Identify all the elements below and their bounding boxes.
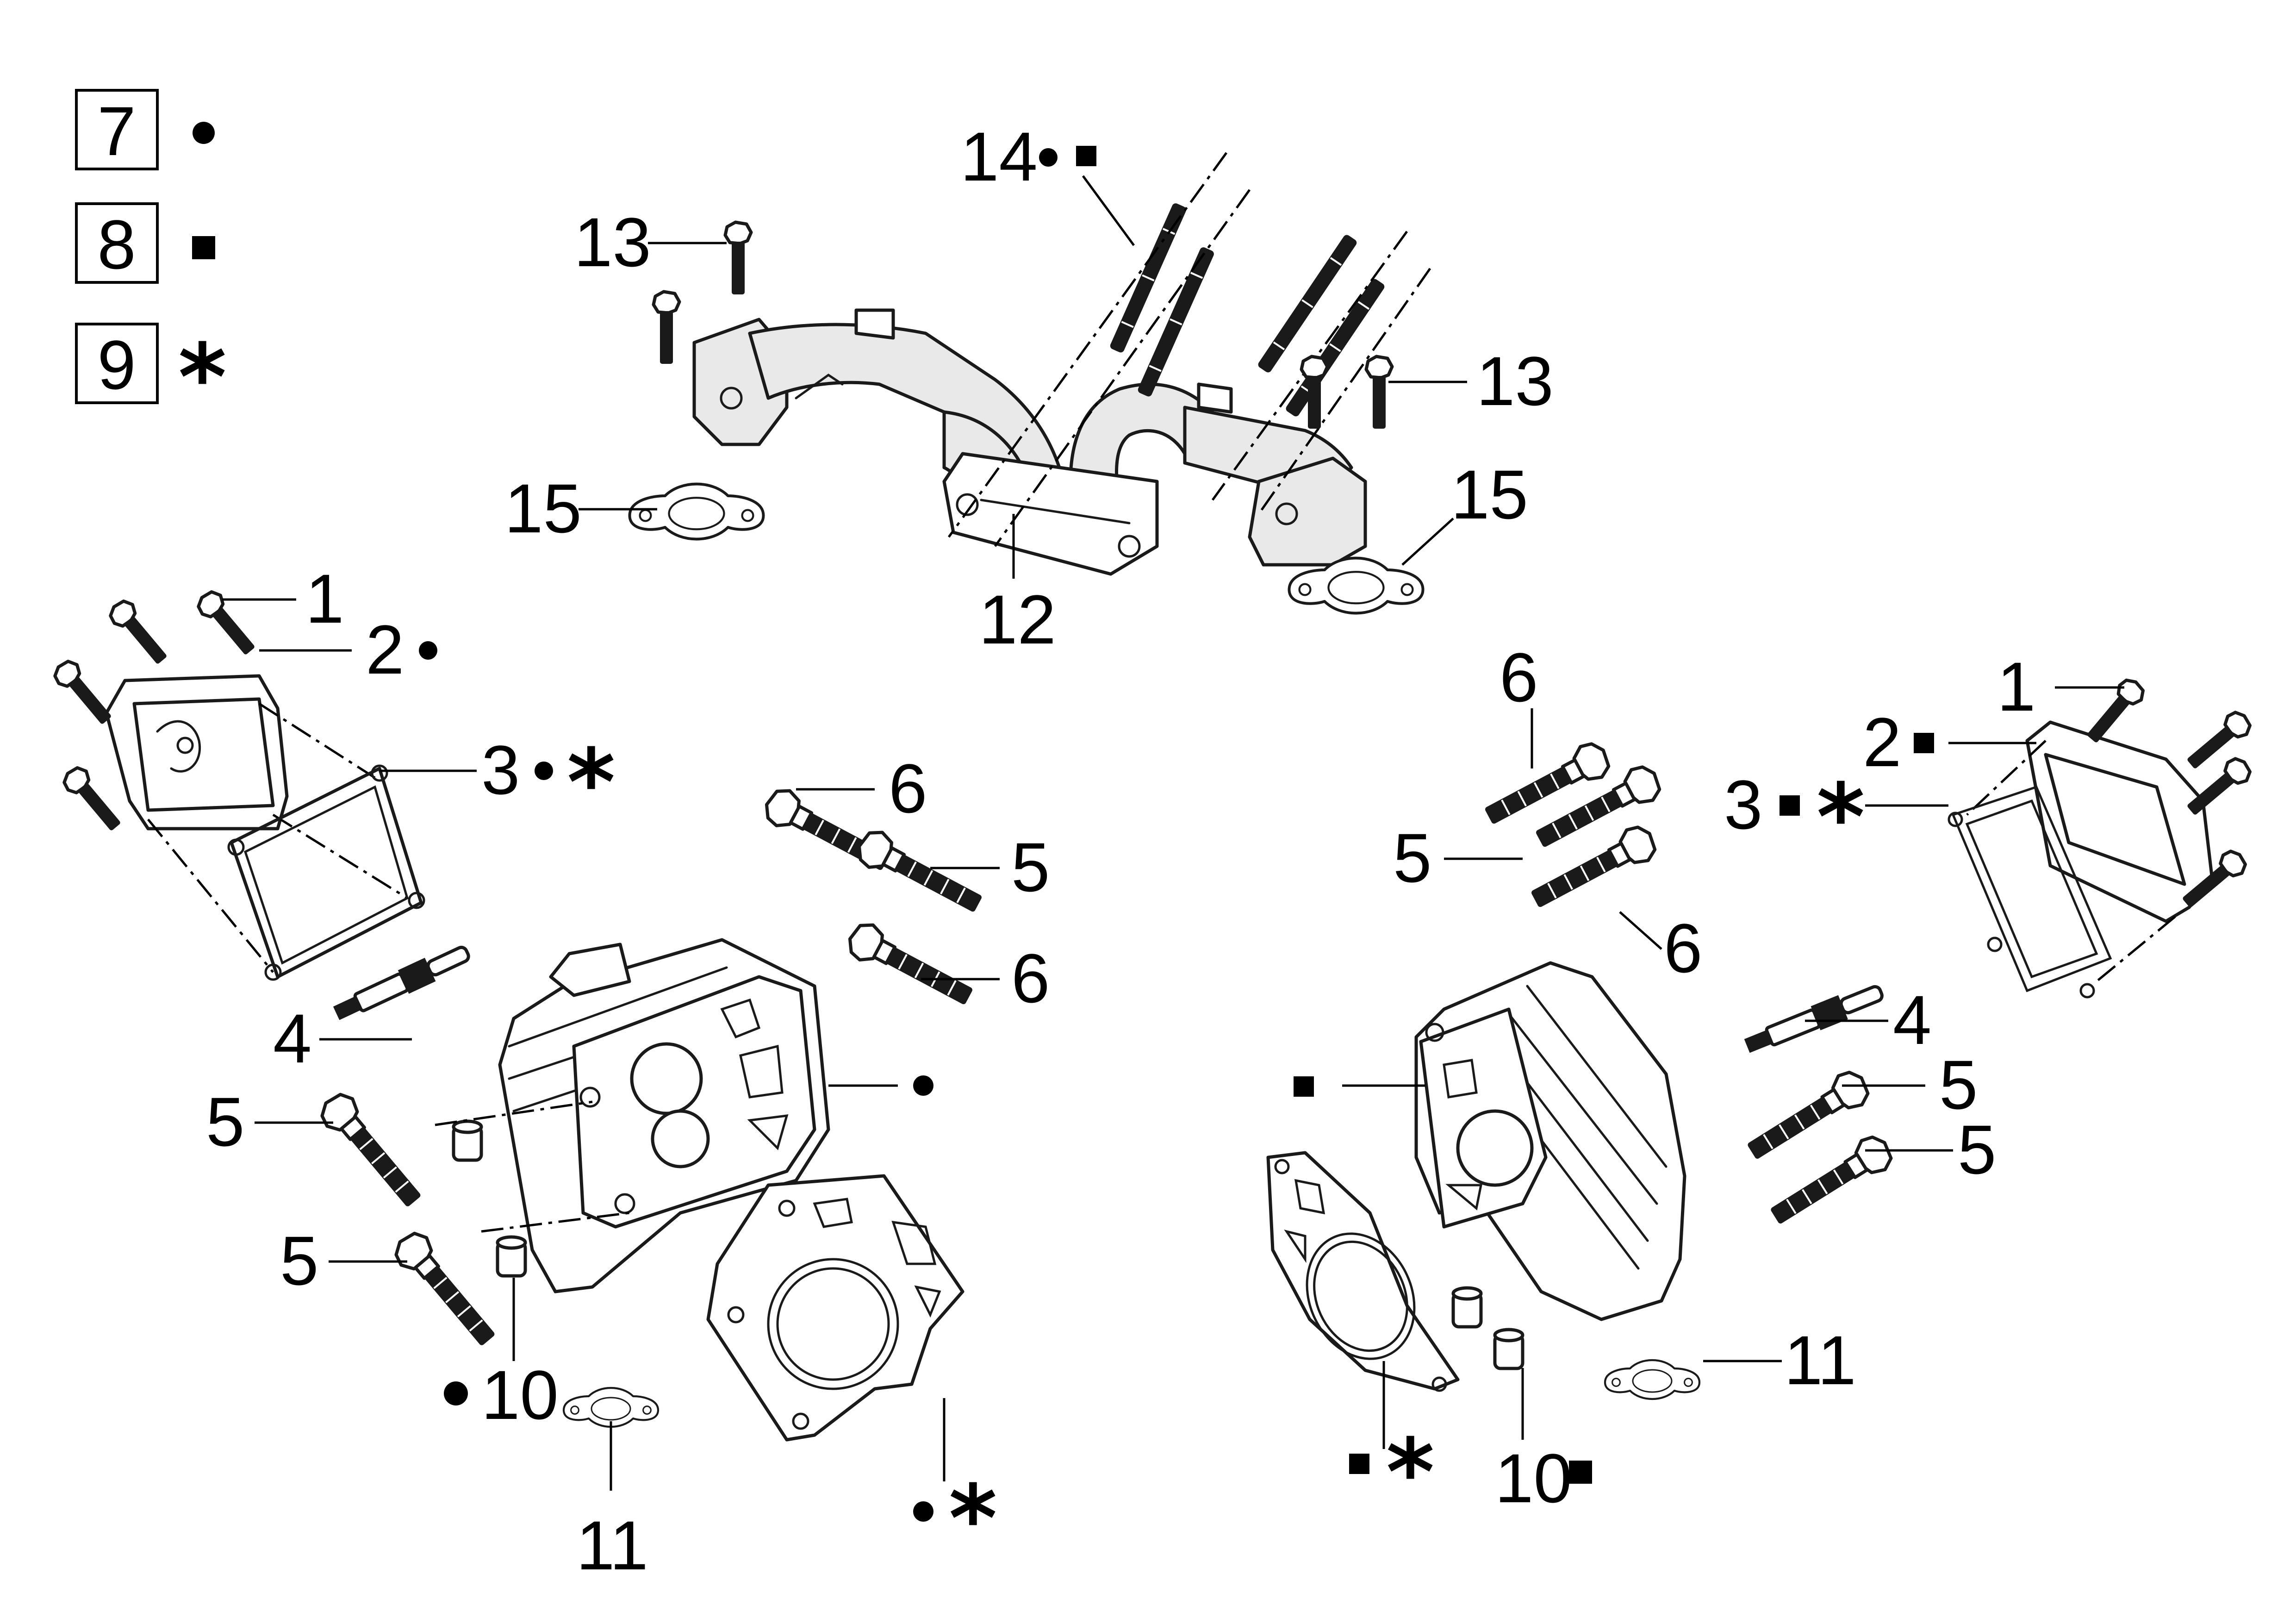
asterisk-symbol: * [178, 324, 227, 432]
left-rocker-cover [105, 674, 408, 973]
legend-number-8: 8 [97, 206, 136, 283]
legend-box-9 [75, 323, 159, 404]
callout-5-right-a: 5 [1393, 819, 1431, 897]
callout-14: 14 [960, 118, 1038, 195]
callout-5-right-c: 5 [1958, 1111, 1996, 1188]
spark-plug-left [332, 941, 472, 1024]
stud-14-d [1285, 278, 1386, 418]
callout-15-right: 15 [1451, 456, 1528, 533]
circle-symbol [193, 122, 215, 144]
callout-2-right: 2 [1863, 703, 1901, 781]
manifold-tab-right [1197, 382, 1233, 414]
bolt-5-right-c [1766, 1131, 1897, 1232]
callout-10-left: 10 [481, 1356, 559, 1434]
callout-3-right-asterisk: * [1817, 764, 1865, 872]
callout-6-left-a: 6 [889, 750, 927, 827]
legend-box-8 [75, 202, 159, 284]
manifold-tab-left [854, 308, 895, 340]
callout-5-left-a: 5 [206, 1083, 244, 1161]
stud-14-c [1257, 234, 1358, 374]
right-rocker-gasket [1948, 785, 2112, 999]
callout-10-right-square [1569, 1461, 1592, 1484]
callout-head-left-circle [913, 1075, 933, 1096]
callout-6-right-b: 6 [1664, 909, 1702, 987]
left-cylinder-head [498, 938, 830, 1293]
callout-2-left: 2 [366, 611, 404, 688]
callout-4-right: 4 [1893, 981, 1931, 1059]
callout-gasket-right-square [1349, 1454, 1369, 1474]
callout-14-circle [1039, 148, 1058, 167]
spark-plug-right [1743, 981, 1885, 1056]
bolt-1-left-a [194, 587, 260, 659]
callout-11-left: 11 [576, 1506, 648, 1584]
bolt-5-left-b [315, 1088, 428, 1213]
bolt-1-left-d [60, 763, 125, 835]
callout-3-left-asterisk: * [567, 729, 616, 837]
callout-5-left-c: 5 [1011, 828, 1050, 906]
callout-6-left-b: 6 [1011, 939, 1050, 1017]
callout-head-right-square [1294, 1076, 1314, 1097]
callout-3-left: 3 [481, 731, 520, 809]
legend-box-7 [75, 89, 159, 170]
dowel-left-a [454, 1121, 481, 1160]
bolt-5-right-b [1742, 1066, 1873, 1167]
callout-5-left-b: 5 [280, 1222, 318, 1299]
callout-10-left-circle [444, 1381, 468, 1405]
callout-2-left-circle [419, 641, 437, 660]
left-rocker-gasket [227, 764, 425, 981]
callout-5-right-b: 5 [1939, 1046, 1978, 1124]
callout-14-square [1076, 146, 1096, 166]
dowel-left-b [498, 1237, 525, 1276]
bolt-13-b [653, 292, 679, 363]
callout-1-left: 1 [305, 560, 344, 637]
callout-gasket-left-asterisk: * [949, 1465, 997, 1573]
legend-number-9: 9 [97, 326, 136, 404]
intake-manifold-assembly [692, 308, 1367, 576]
callout-11-right: 11 [1784, 1321, 1856, 1399]
callout-13-left: 13 [574, 203, 651, 281]
right-cylinder-head [1414, 961, 1686, 1321]
gasket-11-right [1605, 1360, 1699, 1399]
callout-3-left-circle [535, 762, 553, 780]
legend: 7 8 9 * [75, 89, 227, 432]
dowel-right-a [1453, 1288, 1481, 1327]
right-rocker-cover [1966, 720, 2214, 982]
callout-gasket-right-asterisk: * [1386, 1419, 1435, 1527]
legend-number-7: 7 [97, 92, 136, 170]
dowel-right-b [1495, 1330, 1523, 1368]
callout-3-right-square [1780, 795, 1800, 816]
callout-gasket-left-circle [913, 1501, 933, 1522]
callout-15-left: 15 [504, 469, 582, 547]
callout-6-right-a: 6 [1500, 638, 1538, 716]
callout-3-right: 3 [1724, 766, 1762, 843]
bolt-13-a [725, 222, 751, 294]
left-head-gasket [706, 1174, 964, 1442]
bolt-1-right-a [2082, 675, 2148, 747]
square-symbol [192, 236, 215, 259]
callout-4-left: 4 [273, 999, 311, 1077]
bolt-1-left-b [106, 597, 172, 668]
gasket-11-left [564, 1388, 658, 1427]
right-head-gasket [1266, 1151, 1460, 1392]
callout-1-right: 1 [1997, 648, 2035, 725]
callout-13-right: 13 [1476, 342, 1554, 420]
callout-10-right: 10 [1495, 1439, 1572, 1517]
bolt-5-left-c [389, 1227, 502, 1352]
bolt-5-left-a [852, 826, 986, 920]
bolt-6-left-b [843, 918, 977, 1013]
callout-2-right-square [1914, 733, 1934, 753]
callout-12: 12 [979, 581, 1056, 658]
bolt-13-d [1366, 356, 1392, 428]
bolt-1-left-c [50, 657, 116, 728]
gasket-15-left [630, 484, 764, 539]
